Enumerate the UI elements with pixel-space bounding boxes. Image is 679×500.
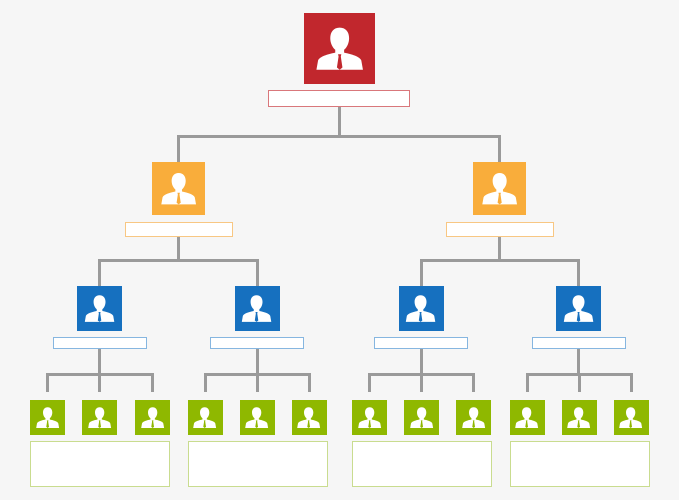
connector-line [46, 373, 49, 392]
person-with-tie-icon [88, 407, 111, 428]
ceo-label[interactable] [268, 90, 410, 107]
person-with-tie-icon [297, 407, 321, 428]
connector-line [419, 259, 580, 262]
connector-line [419, 259, 423, 286]
staff-group-label[interactable] [30, 441, 170, 487]
connector-line [255, 259, 259, 286]
ceo-node[interactable] [304, 13, 375, 84]
team-lead-label[interactable] [374, 337, 468, 349]
team-lead-node[interactable] [234, 286, 280, 331]
person-with-tie-icon [161, 172, 196, 205]
staff-node[interactable] [613, 400, 649, 435]
person-with-tie-icon [406, 295, 436, 322]
staff-node[interactable] [509, 400, 545, 435]
connector-line [629, 373, 633, 392]
staff-node[interactable] [352, 400, 387, 435]
connector-line [255, 349, 259, 373]
staff-node[interactable] [82, 400, 117, 435]
manager-label[interactable] [124, 222, 233, 237]
staff-node[interactable] [187, 400, 223, 435]
person-with-tie-icon [245, 407, 269, 428]
team-lead-label[interactable] [52, 337, 147, 349]
staff-node[interactable] [561, 400, 597, 435]
person-with-tie-icon [316, 27, 363, 70]
staff-group-label[interactable] [509, 441, 650, 487]
staff-node[interactable] [30, 400, 65, 435]
person-with-tie-icon [84, 295, 115, 322]
connector-line [498, 135, 501, 162]
person-with-tie-icon [242, 295, 272, 322]
person-with-tie-icon [619, 407, 643, 428]
connector-line [177, 135, 180, 162]
connector-line [472, 373, 475, 392]
connector-line [337, 107, 341, 135]
person-with-tie-icon [358, 407, 381, 428]
person-with-tie-icon [515, 407, 539, 428]
connector-line [98, 259, 101, 286]
team-lead-node[interactable] [556, 286, 601, 331]
connector-line [98, 373, 101, 392]
connector-line [307, 373, 311, 392]
connector-line [203, 373, 207, 392]
connector-line [525, 373, 529, 392]
connector-line [177, 135, 501, 138]
manager-node[interactable] [152, 162, 205, 215]
team-lead-label[interactable] [210, 337, 304, 349]
connector-line [368, 373, 371, 392]
connector-line [498, 237, 501, 259]
person-with-tie-icon [193, 407, 217, 428]
connector-line [255, 373, 259, 392]
staff-group-label[interactable] [187, 441, 328, 487]
team-lead-node[interactable] [77, 286, 122, 331]
team-lead-label[interactable] [531, 337, 626, 349]
team-lead-node[interactable] [398, 286, 444, 331]
person-with-tie-icon [567, 407, 591, 428]
connector-line [420, 373, 423, 392]
connector-line [98, 349, 101, 373]
staff-node[interactable] [404, 400, 439, 435]
person-with-tie-icon [482, 172, 517, 205]
connector-line [151, 373, 154, 392]
connector-line [577, 373, 581, 392]
connector-line [177, 237, 180, 259]
person-with-tie-icon [141, 407, 164, 428]
manager-node[interactable] [473, 162, 526, 215]
staff-group-label[interactable] [352, 441, 492, 487]
person-with-tie-icon [462, 407, 485, 428]
staff-node[interactable] [239, 400, 275, 435]
connector-line [98, 259, 259, 262]
staff-node[interactable] [291, 400, 327, 435]
staff-node[interactable] [135, 400, 170, 435]
connector-line [577, 259, 580, 286]
person-with-tie-icon [36, 407, 59, 428]
person-with-tie-icon [563, 295, 594, 322]
connector-line [419, 349, 423, 373]
manager-label[interactable] [445, 222, 554, 237]
person-with-tie-icon [410, 407, 433, 428]
staff-node[interactable] [456, 400, 491, 435]
connector-line [577, 349, 580, 373]
